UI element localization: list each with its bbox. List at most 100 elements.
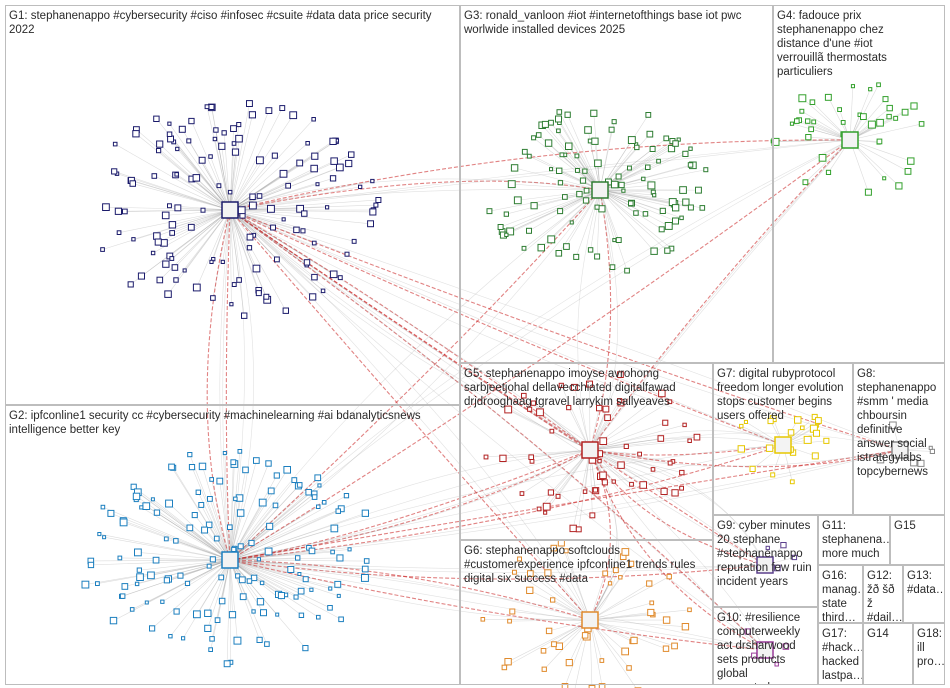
node [633, 210, 639, 216]
group-panel-g18: G18: ill pro… [913, 623, 945, 685]
edge [229, 559, 331, 589]
edge [229, 559, 297, 598]
node [266, 522, 274, 530]
node [548, 119, 554, 126]
edge [538, 449, 591, 510]
node [813, 429, 820, 437]
node [547, 235, 556, 244]
node [800, 425, 805, 431]
node [152, 556, 160, 564]
edge [590, 189, 601, 250]
edge [137, 559, 231, 585]
edge [141, 209, 231, 277]
group-label-g11: G11: stephanena… more much [822, 520, 890, 560]
node [549, 428, 555, 434]
node [330, 549, 335, 555]
node [744, 628, 751, 635]
node [285, 182, 291, 189]
edge [229, 559, 302, 616]
edge [168, 503, 231, 561]
edge [135, 133, 231, 211]
node [282, 307, 290, 314]
node [599, 471, 607, 480]
inter-group-edge [229, 209, 591, 451]
node [175, 146, 180, 152]
node [596, 404, 603, 412]
node [794, 416, 802, 424]
hub-node [891, 441, 909, 459]
node [233, 496, 238, 502]
edge [229, 209, 259, 291]
edge [531, 449, 591, 462]
node [893, 115, 899, 121]
node [517, 556, 522, 562]
group-panel-g7: G7: digital rubyprotocol freedom longer … [713, 363, 853, 515]
node [330, 524, 339, 533]
node [559, 152, 565, 158]
edge [514, 572, 591, 621]
edge [136, 499, 231, 561]
node [213, 535, 220, 542]
node [162, 260, 170, 268]
node [111, 168, 118, 175]
node [154, 238, 162, 246]
node [166, 131, 173, 137]
node [621, 548, 630, 556]
node [583, 187, 590, 194]
node [260, 609, 267, 617]
node [507, 618, 512, 624]
group-label-g12: G12: žð šð ž #dail… cæð [867, 570, 903, 623]
node [557, 180, 564, 186]
node [601, 479, 608, 486]
edge [229, 505, 276, 561]
edge [116, 173, 231, 211]
edge [599, 189, 673, 203]
node [547, 489, 554, 496]
node [129, 180, 136, 187]
node [504, 405, 513, 414]
edge [589, 563, 632, 621]
node [642, 211, 649, 217]
node [220, 259, 225, 264]
edge [599, 129, 612, 191]
node [188, 464, 196, 471]
node [297, 587, 305, 595]
node [316, 614, 321, 620]
edge [121, 559, 231, 597]
group-panel-g17: G17: #hack… hacked lastpa… [818, 623, 863, 685]
node [311, 240, 317, 246]
node [168, 221, 177, 229]
inter-group-edge [222, 209, 231, 561]
node [618, 575, 623, 580]
node [209, 636, 215, 642]
node [246, 100, 253, 107]
node [130, 483, 137, 490]
node [238, 576, 246, 584]
edge [229, 559, 312, 591]
node [530, 400, 537, 406]
node [774, 564, 781, 572]
edge [214, 138, 231, 211]
node [321, 500, 327, 505]
node [212, 136, 218, 142]
node [256, 557, 261, 562]
edge [196, 559, 231, 615]
edge [599, 189, 676, 209]
group-label-g2: G2: ipfconline1 security cc #cybersecuri… [9, 410, 421, 436]
node [209, 477, 215, 482]
inter-group-edge [589, 189, 618, 451]
node [656, 158, 661, 164]
node [584, 126, 592, 134]
inter-group-edge [229, 209, 766, 566]
node [503, 211, 510, 217]
node [209, 556, 216, 563]
group-label-g10: G10: #resilience computerweekly act drsh… [717, 612, 801, 684]
edge [140, 559, 231, 578]
edge [229, 103, 250, 211]
node [201, 526, 209, 534]
edge [189, 454, 231, 561]
node [121, 583, 129, 590]
node [163, 577, 171, 584]
hub-node [221, 201, 239, 219]
node [246, 233, 254, 241]
